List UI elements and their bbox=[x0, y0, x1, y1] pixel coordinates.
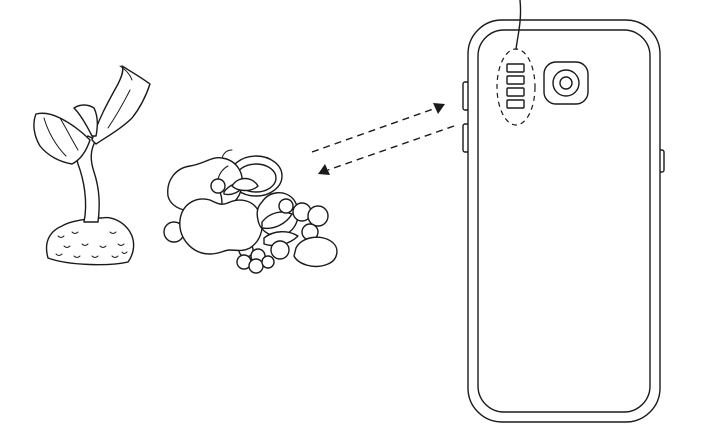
plant-illustration bbox=[33, 65, 151, 266]
soil-texture bbox=[55, 231, 128, 258]
plant-leaf-small bbox=[73, 104, 99, 137]
fruit-lemon bbox=[293, 236, 338, 268]
soil-mound bbox=[45, 216, 135, 266]
arrow-to-objects bbox=[327, 125, 455, 171]
arrow-to-objects-head bbox=[318, 164, 330, 175]
phone-camera-lens bbox=[559, 76, 573, 90]
fruit-leaf-2 bbox=[263, 231, 299, 247]
phone-sensor-windows bbox=[506, 63, 525, 109]
fruit-orange-slice bbox=[231, 177, 259, 192]
phone-body-outer bbox=[467, 19, 661, 423]
plant-leaf-right bbox=[91, 65, 151, 145]
phone-camera-housing bbox=[543, 61, 589, 105]
arrow-to-phone bbox=[311, 107, 437, 153]
phone-camera-ring bbox=[552, 69, 580, 97]
fruit-cherry bbox=[210, 178, 226, 194]
fruit-pile-illustration bbox=[163, 149, 338, 274]
smartphone-illustration bbox=[462, 0, 665, 423]
fruit-plum bbox=[278, 198, 294, 214]
arrow-to-phone-head bbox=[433, 103, 445, 114]
fruit-berries bbox=[270, 202, 329, 260]
phone-body-inner bbox=[477, 29, 651, 413]
fruit-apple bbox=[179, 198, 263, 255]
sensor-leader-line bbox=[515, 0, 522, 50]
fruit-leaf-1 bbox=[261, 211, 293, 230]
signal-arrows bbox=[311, 103, 455, 175]
plant-leaf-left bbox=[33, 112, 91, 165]
